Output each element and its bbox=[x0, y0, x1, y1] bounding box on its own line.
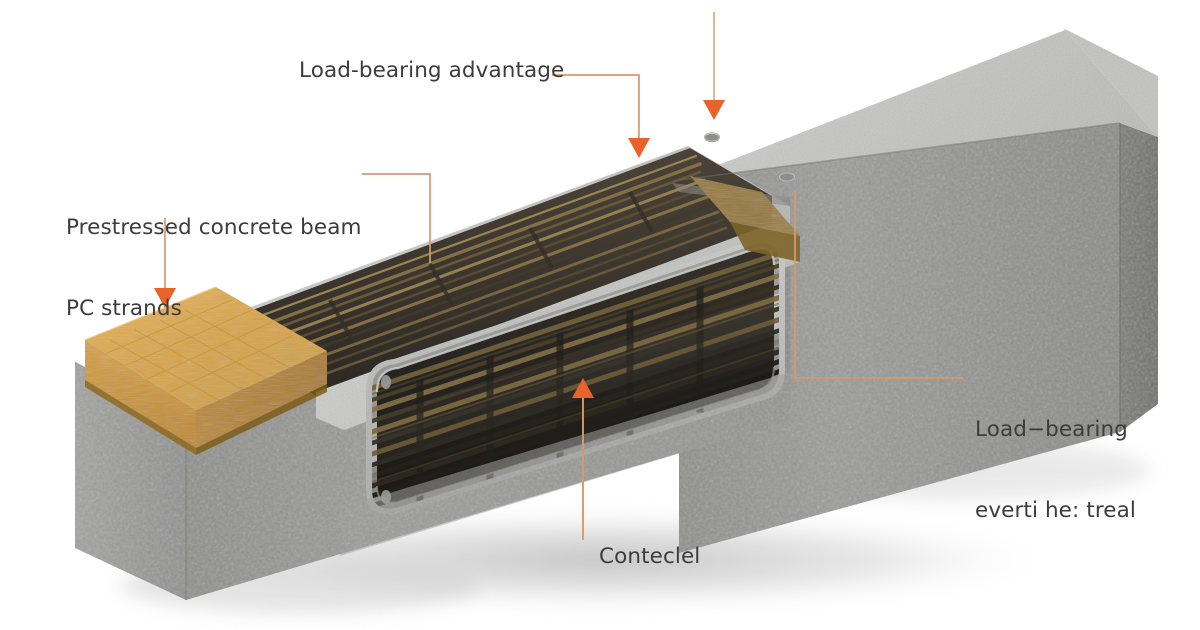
arrow-down-free-standing bbox=[703, 12, 725, 120]
arrow-down-to-beam-top bbox=[628, 138, 650, 158]
wood-block-top bbox=[85, 287, 327, 410]
concrete-beam bbox=[74, 28, 1158, 600]
label-pc-strands-line2: PC strands bbox=[66, 296, 182, 322]
beam-bottom-rail bbox=[340, 372, 790, 556]
beam-top-deck-right-wing bbox=[1063, 28, 1158, 137]
arrow-down-to-wood-block bbox=[154, 218, 176, 308]
label-load-bearing-side-line1: Load−bearing bbox=[975, 417, 1128, 443]
arrow-up-to-cavity bbox=[572, 378, 594, 398]
annotation-layer bbox=[154, 12, 963, 540]
label-conteclel: Conteclel bbox=[599, 544, 701, 569]
beam-right-end-face bbox=[1120, 123, 1158, 432]
wood-block-engraving bbox=[99, 299, 302, 405]
leader-conteclel bbox=[572, 378, 594, 540]
label-load-bearing-advantage: Load-bearing advantage bbox=[299, 58, 565, 83]
bolt-holes bbox=[703, 132, 796, 183]
leader-load-bearing-side bbox=[794, 190, 963, 379]
leader-prestressed-beam bbox=[362, 173, 431, 263]
wood-block-front bbox=[85, 340, 196, 448]
wood-inner-liner bbox=[690, 176, 800, 236]
wood-end-block bbox=[84, 286, 327, 455]
leader-load-bearing-advantage bbox=[552, 74, 650, 158]
label-prestressed-concrete-beam: Prestressed concrete beam PC strands bbox=[66, 160, 362, 377]
label-load-bearing-side-line2: everti he: treal bbox=[975, 498, 1136, 524]
label-prestressed-beam-line1: Prestressed concrete beam bbox=[66, 215, 362, 241]
wood-inner-liner-2 bbox=[730, 222, 800, 262]
wood-block-side bbox=[196, 351, 327, 448]
beam-top-deck-main bbox=[672, 30, 1158, 183]
label-load-bearing-side: Load−bearing everti he: treal bbox=[975, 362, 1136, 579]
